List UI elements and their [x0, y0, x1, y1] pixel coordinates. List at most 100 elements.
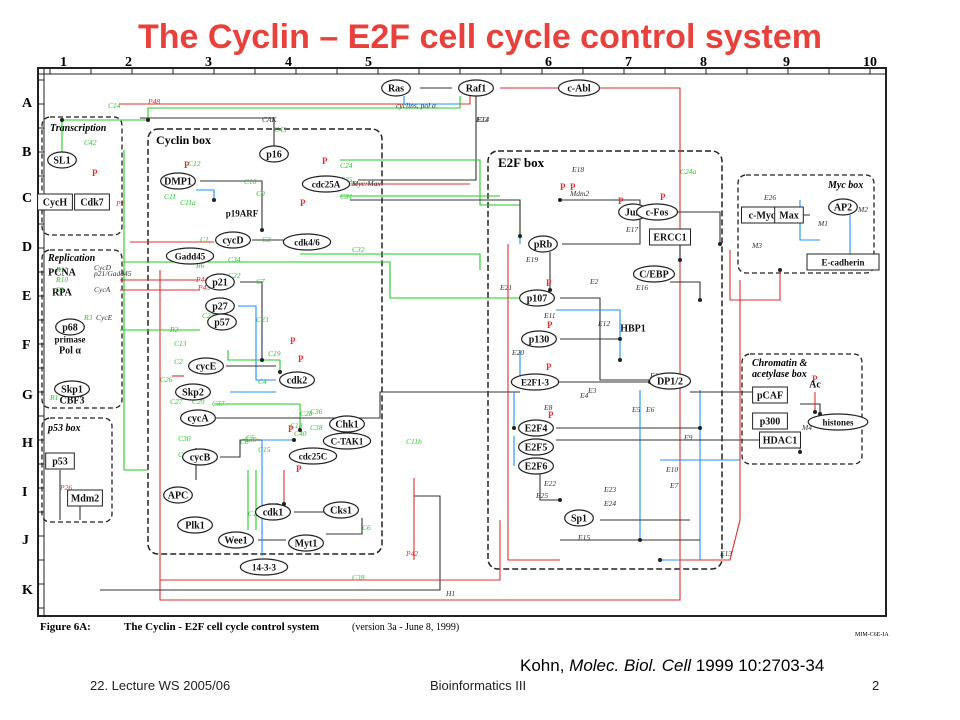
node-dp1-2: DP1/2	[648, 372, 692, 390]
edge-label: C29	[192, 397, 205, 406]
edge	[340, 159, 521, 236]
edge	[676, 211, 721, 244]
phospho-mark: P	[548, 410, 554, 420]
node-cbf3: CBF3	[60, 396, 85, 407]
box-replication: Replication	[41, 249, 123, 409]
edge-label: C27	[170, 397, 183, 406]
edge	[227, 350, 281, 372]
node-p130: p130	[520, 330, 557, 348]
node-sp1-label: Sp1	[571, 514, 587, 525]
edge-label: CycD	[94, 263, 112, 272]
node-p27-label: p27	[212, 302, 228, 313]
edge	[214, 403, 301, 430]
edge-label: E20	[511, 348, 524, 357]
node-e2f1-3: E2F1-3	[510, 373, 560, 391]
node-histones: histones	[807, 413, 869, 431]
edge-label: C7	[256, 277, 265, 286]
node-cycb: cycB	[182, 448, 219, 466]
node-cdc25c: cdc25C	[288, 447, 338, 465]
node-p300: p300	[752, 412, 788, 430]
node-p27: p27	[205, 297, 235, 315]
box-title-e2f: E2F box	[498, 155, 545, 170]
box-title-p53: p53 box	[47, 423, 81, 434]
node-sp1: Sp1	[564, 509, 594, 527]
node-c-fos-label: c-Fos	[646, 208, 669, 219]
column-label: 1	[60, 55, 67, 70]
edge-label: E15	[577, 533, 590, 542]
node-p130-label: p130	[529, 335, 550, 346]
node-cyca-label: cycA	[187, 414, 209, 425]
node-cdk2-label: cdk2	[287, 376, 308, 387]
node-cdk2: cdk2	[279, 371, 316, 389]
node-e2f6: E2F6	[517, 457, 554, 475]
figure-frame	[37, 67, 887, 617]
edge-marker	[718, 242, 722, 246]
edge-label: E22	[543, 479, 556, 488]
edge-label: E7	[669, 481, 679, 490]
edge-label: M3	[751, 241, 762, 250]
edge-label: C14	[108, 101, 121, 110]
edge-label: CAK	[262, 115, 278, 124]
node-cdk1-label: cdk1	[263, 508, 284, 519]
edge-label: C28	[300, 409, 313, 418]
edge	[124, 261, 520, 299]
node-p68-label: p68	[62, 323, 78, 334]
edge-label: E6	[645, 405, 655, 414]
edge-label: E9	[683, 433, 693, 442]
phospho-mark: P	[546, 278, 552, 288]
node-cycb-label: cycB	[190, 453, 211, 464]
edge-marker	[678, 258, 682, 262]
edge-marker	[638, 538, 642, 542]
edge-marker	[813, 410, 817, 414]
edge-label: S9	[56, 285, 64, 294]
node-max: Max	[774, 206, 804, 224]
box-title-cyclin: Cyclin box	[156, 133, 211, 147]
node-c-ebp-label: C/EBP	[639, 270, 668, 281]
edge-label: M2	[857, 205, 868, 214]
edge-label: M1	[817, 219, 828, 228]
edge-label: C32	[352, 245, 365, 254]
node-gadd45-label: Gadd45	[175, 252, 206, 262]
edge-label: C30	[178, 434, 191, 443]
node-wee1: Wee1	[218, 531, 255, 549]
node-14-3-3-label: 14-3-3	[252, 563, 276, 573]
box-cyclin: Cyclin box	[147, 128, 383, 555]
node-e2f5-label: E2F5	[525, 443, 548, 454]
edge-label: C43	[274, 125, 287, 134]
edge-label: E11	[543, 311, 556, 320]
node-ercc1: ERCC1	[649, 228, 691, 246]
edge	[403, 96, 460, 105]
node-c-fos: c-Fos	[635, 203, 679, 221]
node-p16-label: p16	[266, 150, 282, 161]
node-cdc25c-label: cdc25C	[299, 452, 328, 462]
node-skp2: Skp2	[175, 383, 212, 401]
edge-label: C31	[340, 192, 353, 201]
edge-label: C38	[352, 573, 365, 582]
column-label: 10	[863, 55, 877, 70]
figure-caption-text: The Cyclin - E2F cell cycle control syst…	[124, 621, 319, 633]
node-sl1: SL1	[47, 151, 77, 169]
edge-label: E3	[587, 386, 597, 395]
column-label: 5	[365, 55, 372, 70]
box-transcription: Transcription	[41, 116, 123, 236]
node-skp1: Skp1	[53, 380, 90, 398]
node-p300-label: p300	[760, 417, 781, 428]
edge-label: C16	[248, 509, 261, 518]
edge-label: E25	[535, 491, 548, 500]
edge-label: R10	[55, 275, 68, 284]
node-p16: p16	[259, 145, 289, 163]
node-skp1-label: Skp1	[61, 385, 83, 396]
edge-marker	[618, 358, 622, 362]
figure-corner-code: MIM-C6E-IA	[855, 632, 889, 638]
edge	[100, 560, 441, 591]
edge-label: E12	[597, 319, 610, 328]
node-cdc25a-label: cdc25A	[312, 180, 341, 190]
node-ac-label: Ac	[809, 380, 821, 391]
edge-marker	[698, 426, 702, 430]
row-label: K	[22, 583, 33, 598]
node-c-abl: c-Abl	[557, 79, 601, 97]
column-label: 3	[205, 55, 212, 70]
edge-marker	[658, 558, 662, 562]
node-wee1-label: Wee1	[224, 536, 247, 547]
